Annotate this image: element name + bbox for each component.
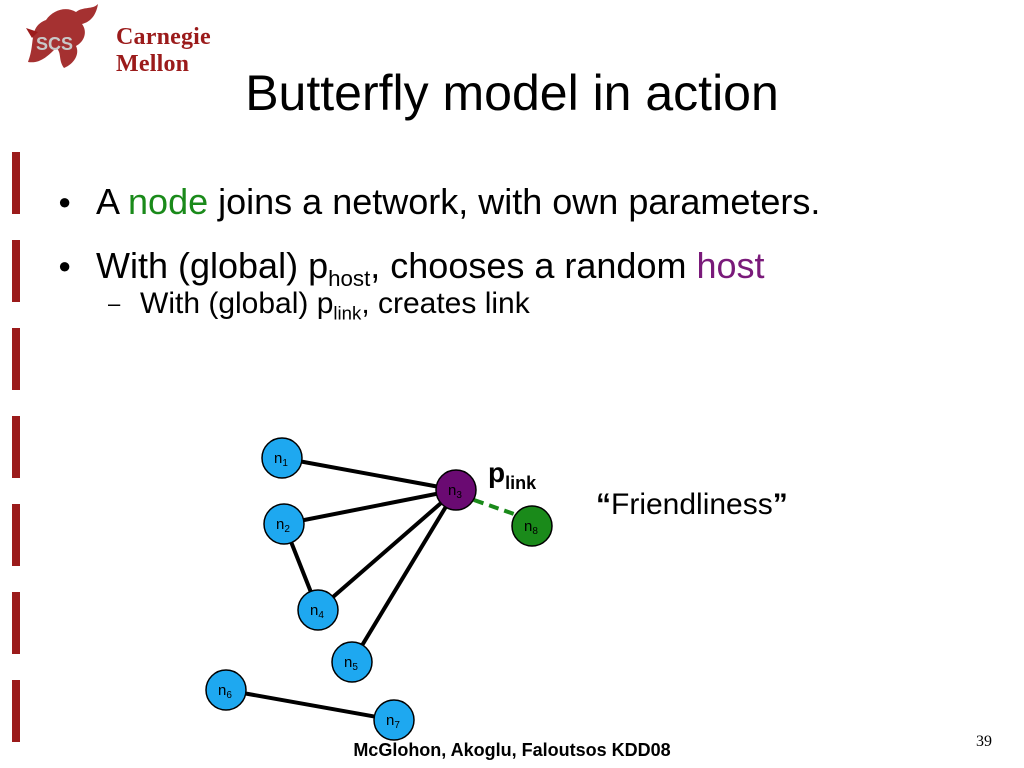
node-n2: n2 <box>263 503 305 545</box>
bullet2-host-highlight: host <box>696 245 765 286</box>
friendliness-label: “Friendliness” <box>596 488 788 522</box>
node-circle-n6 <box>205 669 247 711</box>
bullet-dot: ● <box>58 253 72 278</box>
bullet-node-joins: ● A node joins a network, with own param… <box>58 180 998 244</box>
sub-bullet-creates-link: – With (global) plink, creates link <box>58 286 998 322</box>
node-n7: n7 <box>373 699 415 741</box>
node-label-n1: n1 <box>274 450 288 469</box>
plink-label: plink <box>488 457 537 493</box>
footer-authors: McGlohon, Akoglu, Faloutsos KDD08 <box>353 740 671 760</box>
node-circle-n1 <box>261 437 303 479</box>
node-label-n6: n6 <box>218 682 232 701</box>
page-number: 39 <box>976 733 992 750</box>
edge-n1-n3 <box>281 456 457 492</box>
sub-bullet-pre: With (global) p <box>140 287 334 320</box>
node-circle-n3 <box>435 469 477 511</box>
bullet2-mid: , chooses a random <box>370 245 697 286</box>
node-label-n4: n4 <box>310 602 324 621</box>
scs-badge: SCS <box>36 34 73 54</box>
node-circle-n8 <box>511 505 553 547</box>
quote-open: “ <box>596 488 611 521</box>
edge-n4-n3 <box>316 488 458 612</box>
logo-text: Carnegie Mellon <box>116 24 211 77</box>
bullet-list: ● A node joins a network, with own param… <box>58 180 998 322</box>
bullet1-pre: A <box>96 181 129 222</box>
node-n1: n1 <box>261 437 303 479</box>
bullet-chooses-host: ● With (global) phost, chooses a random … <box>58 244 998 308</box>
node-label-n8: n8 <box>524 518 538 537</box>
edge-n2-n3 <box>283 488 457 526</box>
friendliness-text: Friendliness <box>611 488 773 521</box>
node-n6: n6 <box>205 669 247 711</box>
sub-bullet-sub-link: link <box>333 302 362 324</box>
node-circle-n5 <box>331 641 373 683</box>
node-n8: n8 <box>511 505 553 547</box>
node-n5: n5 <box>331 641 373 683</box>
bullet-dot: ● <box>58 189 72 214</box>
nodes-group: n1 n2 n3 n4 n5 n6 n7 n8 <box>205 437 553 741</box>
node-label-n2: n2 <box>276 516 290 535</box>
dashed-edge-n3-n8 <box>473 498 515 516</box>
node-n3: n3 <box>435 469 477 511</box>
slide-title: Butterfly model in action <box>245 65 779 121</box>
bullet2-sub-host: host <box>328 265 371 291</box>
bullet1-post: joins a network, with own parameters. <box>208 181 821 222</box>
sub-bullet-dash: – <box>108 291 121 316</box>
quote-close: ” <box>772 488 788 521</box>
node-circle-n2 <box>263 503 305 545</box>
node-circle-n7 <box>373 699 415 741</box>
edge-n5-n3 <box>350 488 458 664</box>
node-label-n3: n3 <box>448 482 462 501</box>
bullet1-node-highlight: node <box>128 181 209 222</box>
griffin-logo-icon: SCS <box>26 4 98 68</box>
bullet2-pre: With (global) p <box>96 245 329 286</box>
edge-n6-n7 <box>225 688 395 722</box>
node-n4: n4 <box>297 589 339 631</box>
node-circle-n4 <box>297 589 339 631</box>
cmu-logo: SCS Carnegie Mellon <box>18 2 278 77</box>
decorative-side-bar <box>12 152 20 742</box>
node-label-n5: n5 <box>344 654 358 673</box>
node-label-n7: n7 <box>386 712 400 731</box>
sub-bullet-post: , creates link <box>361 287 530 320</box>
